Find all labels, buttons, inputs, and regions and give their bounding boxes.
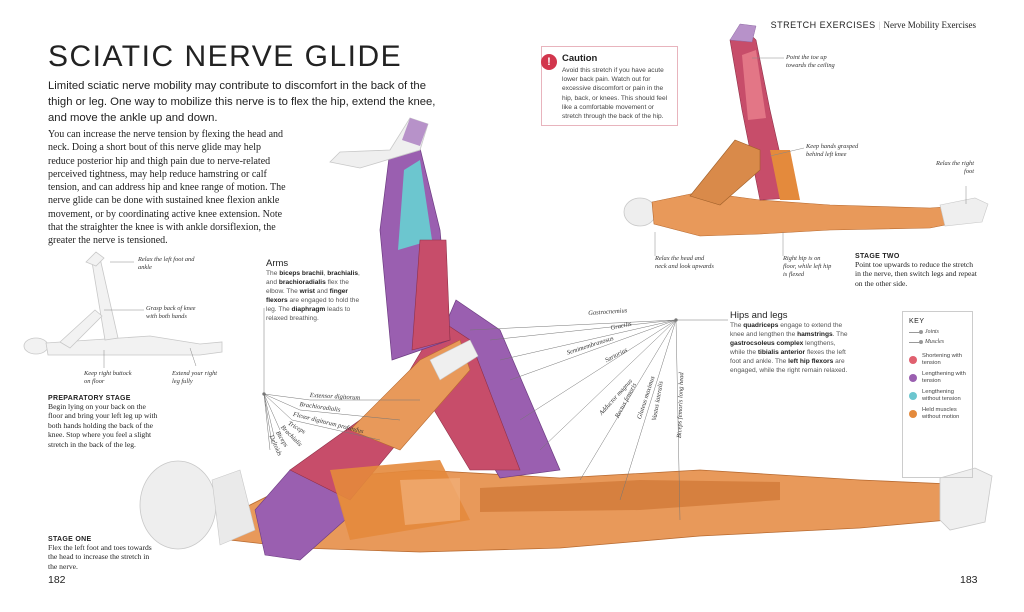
key-item-held: Held muscles without motion — [909, 407, 966, 421]
preparatory-text: Begin lying on your back on the floor an… — [48, 402, 158, 449]
label-relax-foot: Relax the left foot and ankle — [138, 256, 195, 271]
stage-one: STAGE ONE Flex the left foot and toes to… — [48, 536, 158, 571]
header-section: STRETCH EXERCISES — [770, 20, 876, 30]
stage-two-figure — [623, 23, 989, 237]
key-item-shortening: Shortening with tension — [909, 353, 966, 367]
label-grasp-knee: Grasp back of knee with both hands — [146, 305, 196, 320]
label-keep-buttock: Keep right buttock on floor — [84, 370, 132, 385]
stage-two-leader-lines — [654, 57, 967, 256]
key-title: KEY — [909, 318, 925, 325]
arms-title: Arms — [266, 258, 289, 269]
preparatory-stage: PREPARATORY STAGE Begin lying on your ba… — [48, 395, 158, 449]
header-subsection: Nerve Mobility Exercises — [883, 20, 976, 30]
caution-icon: ! — [541, 54, 557, 70]
arms-text: The biceps brachii, brachialis, and brac… — [266, 270, 360, 322]
key-joints: Joints — [909, 329, 966, 335]
key-item-lengthening-tension: Lengthening with tension — [909, 371, 966, 385]
legend-key: KEY Joints Muscles Shortening with tensi… — [902, 311, 973, 478]
stage-two: STAGE TWO Point toe upwards to reduce th… — [855, 253, 980, 288]
preparatory-figure — [23, 251, 223, 356]
prep-leader-lines — [103, 261, 197, 368]
hips-text: The quadriceps engage to extend the knee… — [730, 322, 848, 374]
label-extend-leg: Extend your right leg fully — [172, 370, 218, 385]
main-figure — [139, 117, 993, 561]
stage-one-text: Flex the left foot and toes towards the … — [48, 543, 152, 571]
caution-box: ! Caution Avoid this stretch if you have… — [541, 46, 678, 126]
label-relax-right-foot: Relax the right foot — [936, 160, 974, 175]
key-muscles: Muscles — [909, 339, 966, 345]
key-item-lengthening-no-tension: Lengthening without tension — [909, 389, 966, 403]
preparatory-title: PREPARATORY STAGE — [48, 395, 131, 402]
arms-section: Arms The biceps brachii, brachialis, and… — [266, 258, 366, 323]
arm-leader-lines — [263, 308, 420, 451]
page-number-left: 182 — [48, 574, 66, 586]
running-header: STRETCH EXERCISES|Nerve Mobility Exercis… — [770, 20, 976, 30]
hips-title: Hips and legs — [730, 310, 788, 321]
page-number-right: 183 — [960, 574, 978, 586]
hips-legs-section: Hips and legs The quadriceps engage to e… — [730, 310, 852, 375]
stage-two-text: Point toe upwards to reduce the stretch … — [855, 260, 977, 288]
label-right-hip: Right hip is on floor, while left hip is… — [783, 255, 832, 278]
caution-title: Caution — [562, 53, 598, 64]
leg-leader-lines — [262, 318, 728, 521]
page-title: SCIATIC NERVE GLIDE — [48, 40, 403, 73]
label-keep-hands: Keep hands grasped behind left knee — [806, 143, 859, 158]
caution-text: Avoid this stretch if you have acute low… — [562, 67, 668, 121]
stage-two-title: STAGE TWO — [855, 253, 900, 260]
label-relax-head: Relax the head and neck and look upwards — [655, 255, 714, 270]
intro-paragraph: Limited sciatic nerve mobility may contr… — [48, 80, 436, 124]
label-point-toe: Point the toe up towards the ceiling — [786, 54, 835, 69]
stage-one-title: STAGE ONE — [48, 536, 92, 543]
body-paragraph: You can increase the nerve tension by fl… — [48, 129, 286, 247]
